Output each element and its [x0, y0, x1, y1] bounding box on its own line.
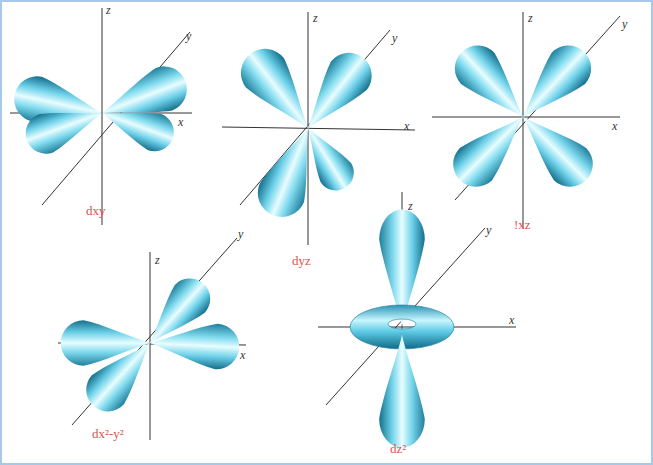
dx2-y2-lobes	[61, 270, 241, 420]
dxy-lobes	[10, 60, 194, 160]
orbital-label: dyz	[292, 254, 311, 267]
orbital-label: dx²-y²	[92, 427, 124, 440]
axis-label: z	[106, 4, 111, 16]
axis-label: x	[404, 120, 409, 132]
axis-label: y	[622, 18, 627, 30]
axis-label: y	[486, 224, 491, 236]
axis-label: x	[509, 314, 514, 326]
axis-label: z	[528, 12, 533, 24]
axis-label: y	[392, 32, 397, 44]
axis-label: y	[186, 30, 191, 42]
axis-label: x	[612, 120, 617, 132]
dyz-lobes	[231, 39, 381, 224]
orbital-label: !xz	[514, 218, 531, 231]
axis-label: z	[408, 200, 413, 212]
orbital-label: dxy	[86, 204, 106, 217]
orbital-label: dz²	[390, 442, 406, 455]
axis-label: x	[240, 349, 245, 361]
dxz-lobes	[444, 36, 603, 196]
axis-label: y	[238, 228, 243, 240]
axes	[10, 8, 620, 440]
dz2-orbital	[350, 210, 454, 448]
axis-label: z	[155, 254, 160, 266]
axis-label: z	[313, 12, 318, 24]
axis-label: x	[178, 116, 183, 128]
